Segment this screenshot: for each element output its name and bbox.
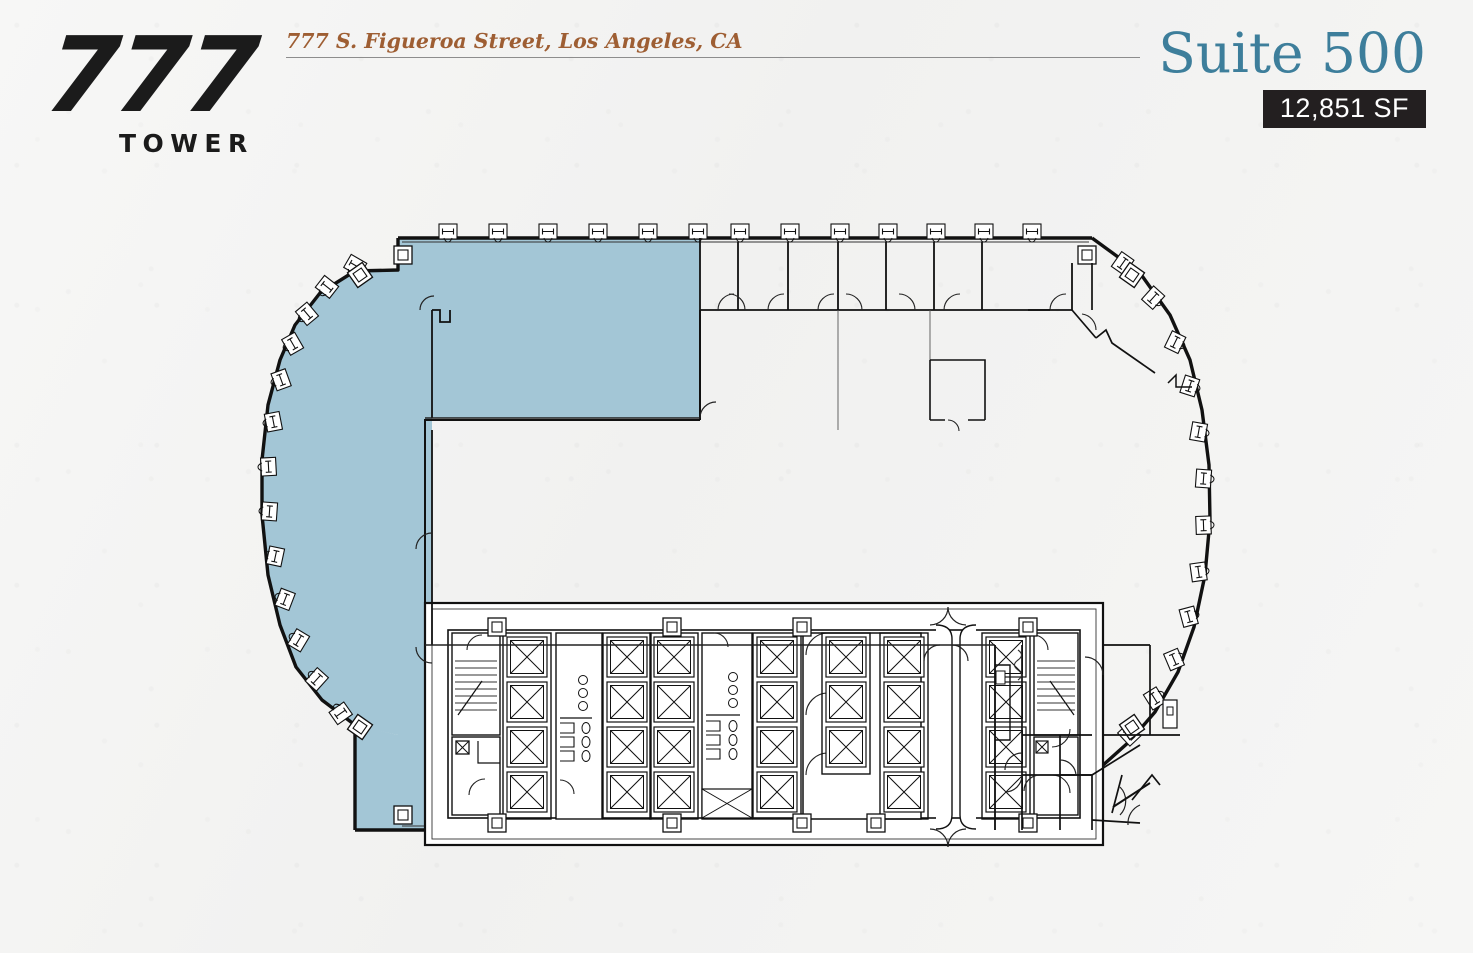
southeast-angled-door-swings [1119, 786, 1141, 826]
logo-number: 777 [40, 14, 262, 136]
logo-wordmark: TOWER [119, 128, 254, 158]
elevator-bank-east-a [821, 632, 871, 775]
suite-lower-door [415, 646, 433, 664]
west-partition-door-upper [419, 295, 435, 311]
suite-upper-door [699, 401, 717, 419]
core-north-boundary [424, 310, 701, 603]
southeast-angled-rooms [1091, 744, 1161, 830]
restroom-west [555, 632, 603, 820]
east-service-zone [1102, 603, 1180, 736]
page-header: 777 TOWER 777 S. Figueroa Street, Los An… [0, 0, 1473, 175]
header-divider-rule [286, 57, 1140, 58]
southeast-rooms [994, 645, 1092, 830]
restroom-center [701, 632, 753, 820]
elevator-bank-east-c [981, 632, 1031, 820]
northeast-angled-rooms [1028, 263, 1156, 374]
window-mullion-markers-right-arc [1110, 251, 1216, 747]
east-small-closet [1162, 699, 1178, 729]
elevator-bank-center [752, 632, 802, 820]
building-logo: 777 TOWER [41, 14, 262, 158]
northeast-wall-jog [1167, 373, 1192, 388]
elevator-bank-west-inner [602, 632, 652, 820]
southeast-corridor-details [995, 664, 1011, 741]
electrical-closet-west [451, 736, 501, 816]
elevator-bank-east-b [879, 632, 929, 820]
stair-east [1032, 632, 1079, 736]
north-small-room-door [947, 419, 960, 432]
west-partition-wall [431, 309, 451, 645]
north-small-room [929, 359, 986, 421]
suite-area-badge: 12,851 SF [1262, 90, 1426, 129]
suite-title: Suite 500 [1158, 21, 1426, 85]
floor-plan-drawing [256, 223, 1216, 848]
elevator-lobby-scalloped [935, 624, 977, 830]
suite-info-block: Suite 500 12,851 SF [1158, 21, 1426, 129]
floor-plan-container [0, 175, 1473, 953]
electrical-closet-east [1033, 728, 1079, 816]
southeast-duct-squiggle [1013, 649, 1023, 681]
northeast-door-swing [1081, 313, 1097, 331]
north-zone-partitions [837, 310, 931, 430]
north-perimeter-offices [699, 238, 1073, 311]
lobby-south-doors [923, 644, 969, 662]
north-office-door-swings [717, 293, 1067, 311]
southeast-door-swings [1004, 752, 1077, 793]
building-address: 777 S. Figueroa Street, Los Angeles, CA [286, 29, 743, 53]
stair-west [451, 632, 501, 736]
southeast-angled-partition [1112, 782, 1151, 808]
lobby-scallop-arcs [929, 606, 967, 848]
elevator-bank-west [502, 632, 552, 820]
east-zone-door [1084, 656, 1104, 676]
west-partition-door [415, 532, 433, 550]
